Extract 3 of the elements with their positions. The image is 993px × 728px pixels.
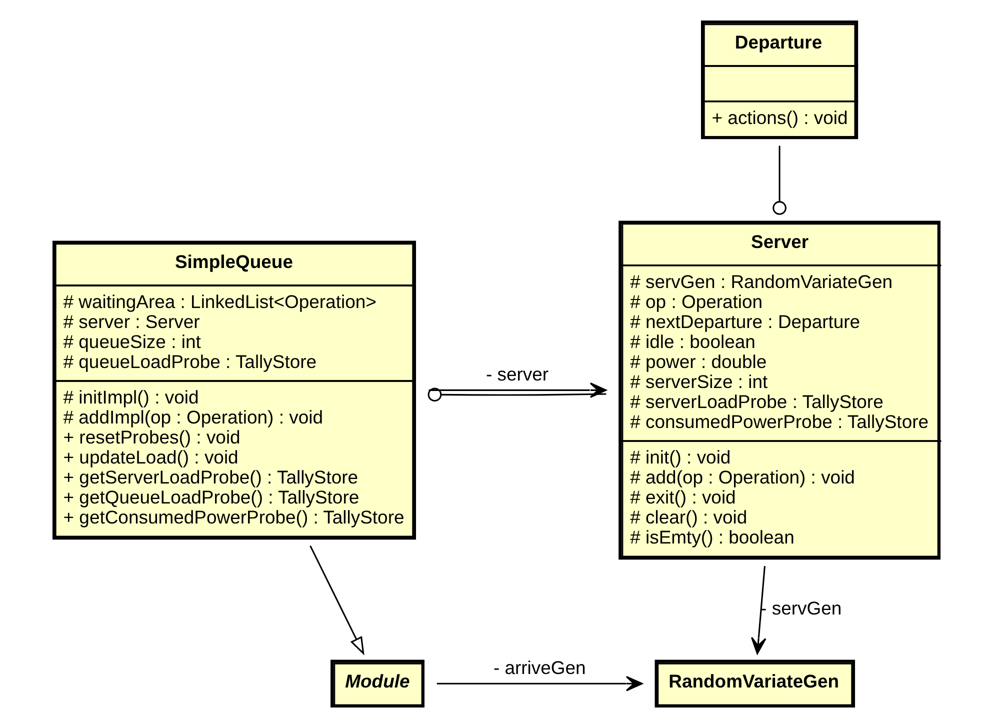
edge-label: - arriveGen [493,656,586,678]
edge-label: - server [486,363,549,384]
edge-label: - servGen [760,597,842,618]
